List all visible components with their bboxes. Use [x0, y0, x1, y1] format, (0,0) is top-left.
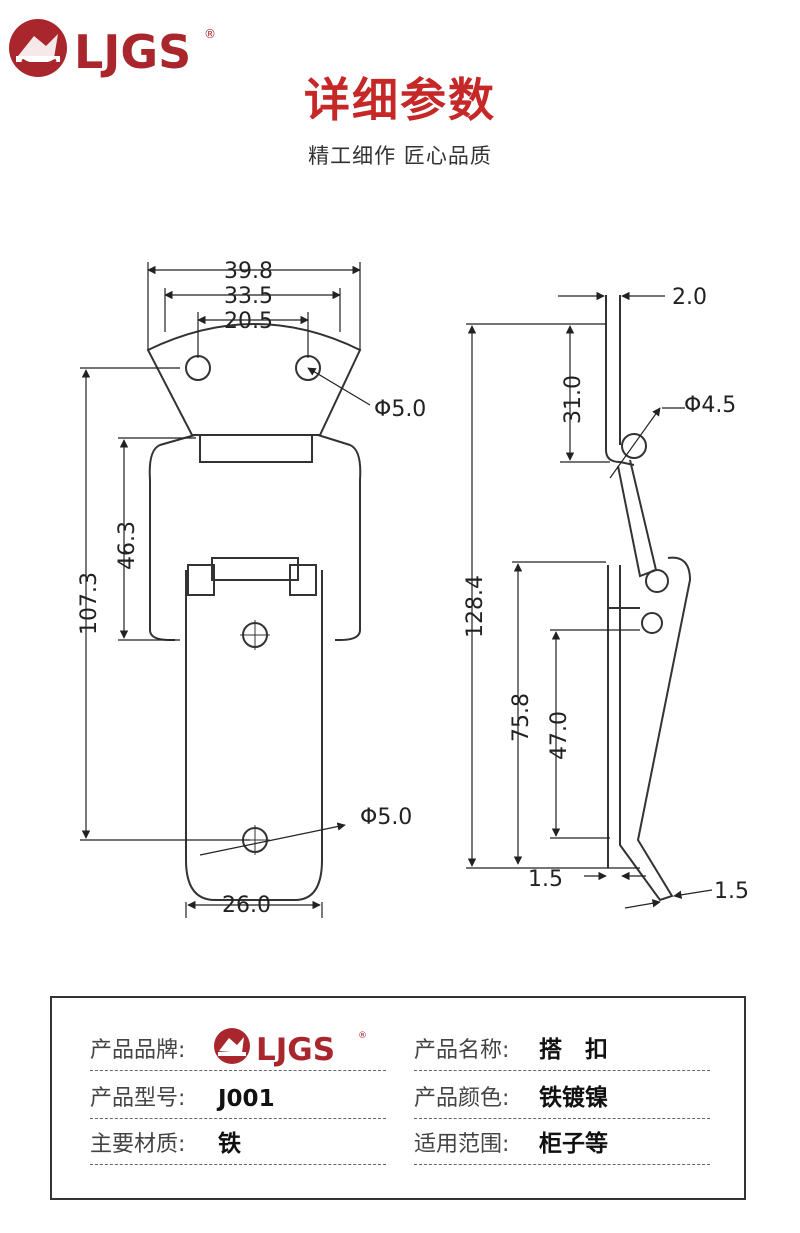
spec-row-model: 产品型号: J001	[90, 1074, 386, 1119]
technical-drawing: 39.8 33.5 20.5 Φ5.0 107.3 46.3 Φ5.0 26.0…	[0, 240, 800, 940]
logo-emblem-icon	[9, 19, 67, 77]
dim-label: 1.5	[528, 867, 563, 892]
dim-label: Φ4.5	[684, 393, 736, 418]
spec-label: 主要材质:	[90, 1132, 186, 1157]
spec-value: 铁	[218, 1131, 241, 1157]
spec-value: 搭 扣	[539, 1037, 608, 1063]
dim-label: 46.3	[115, 521, 140, 570]
spec-row-color: 产品颜色: 铁镀镍	[414, 1074, 710, 1119]
brand-logo: LJGS ®	[4, 12, 218, 82]
dim-label: 33.5	[224, 284, 273, 309]
spec-label: 产品品牌:	[90, 1038, 186, 1063]
svg-text:LJGS: LJGS	[74, 25, 191, 79]
spec-row-usage: 适用范围: 柜子等	[414, 1120, 710, 1165]
spec-row-name: 产品名称: 搭 扣	[414, 1026, 710, 1071]
spec-row-brand: 产品品牌: LJGS ®	[90, 1026, 386, 1071]
dim-label: Φ5.0	[360, 805, 412, 830]
dim-label: 39.8	[224, 259, 273, 284]
brand-logo-small: LJGS ®	[210, 1024, 368, 1068]
dim-label: Φ5.0	[374, 397, 426, 422]
spec-label: 适用范围:	[414, 1132, 510, 1157]
page-subtitle: 精工细作 匠心品质	[308, 144, 492, 168]
spec-table: 产品品牌: LJGS ® 产品名称: 搭 扣 产品型号: J001 产品颜色: …	[50, 996, 746, 1200]
svg-text:LJGS: LJGS	[256, 1032, 335, 1068]
dim-label: 75.8	[509, 693, 534, 742]
dim-label: 20.5	[224, 309, 273, 334]
spec-label: 产品名称:	[414, 1038, 510, 1063]
dim-label: 2.0	[672, 285, 707, 310]
dim-label: 107.3	[77, 572, 102, 635]
spec-label: 产品颜色:	[414, 1086, 510, 1111]
dim-label: 26.0	[222, 893, 271, 918]
spec-row-material: 主要材质: 铁	[90, 1120, 386, 1165]
spec-value: 柜子等	[539, 1131, 608, 1157]
dim-label: 31.0	[561, 375, 586, 424]
dim-label: 128.4	[463, 575, 488, 638]
spec-value: J001	[218, 1086, 275, 1112]
spec-label: 产品型号:	[90, 1086, 186, 1111]
dim-label: 47.0	[547, 711, 572, 760]
page-title: 详细参数	[304, 73, 496, 127]
dim-label: 1.5	[714, 879, 749, 904]
spec-value: 铁镀镍	[539, 1085, 608, 1111]
svg-text:®: ®	[358, 1031, 367, 1041]
svg-text:®: ®	[204, 27, 216, 41]
